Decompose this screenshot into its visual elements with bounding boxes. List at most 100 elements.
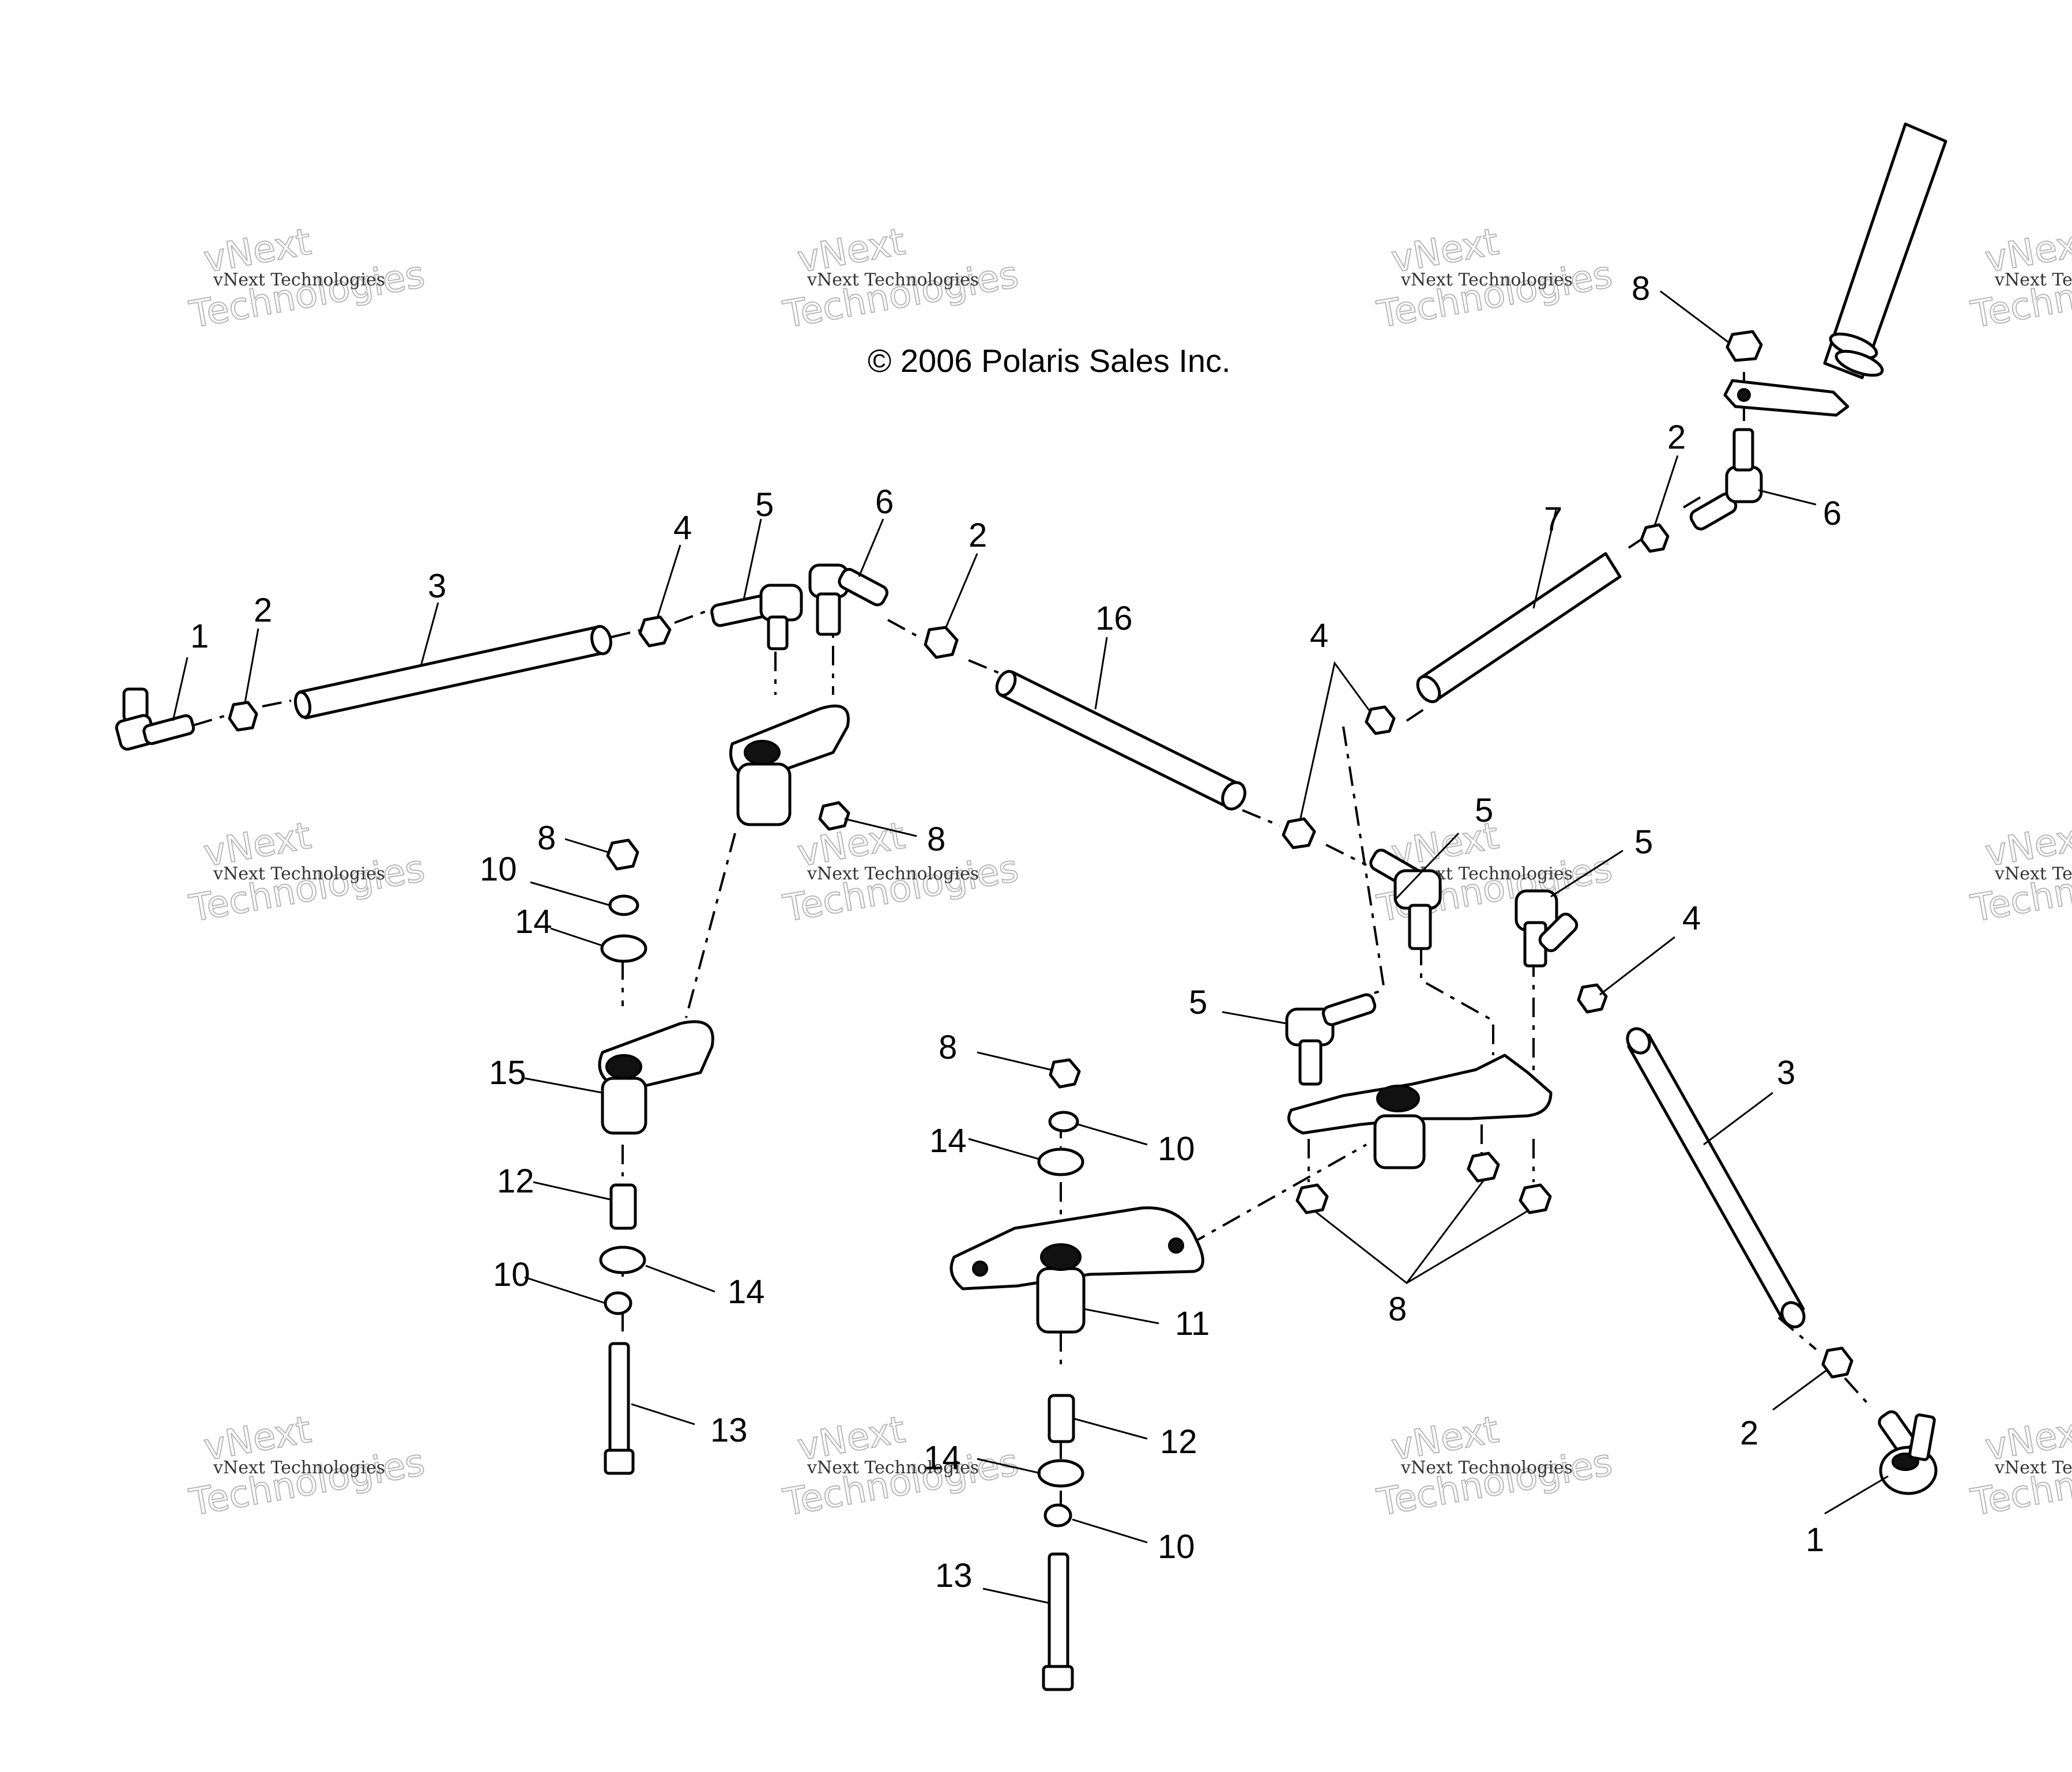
leader-line — [550, 927, 603, 947]
tie-rod-tube-end — [995, 669, 1017, 697]
dash-line — [193, 714, 228, 727]
callout-5: 5 — [1475, 792, 1493, 829]
callout-13: 13 — [710, 1412, 748, 1449]
washer — [608, 894, 639, 916]
callout-5: 5 — [1189, 984, 1207, 1021]
exploded-view-lines — [193, 372, 1872, 1505]
leader-line — [1406, 1210, 1528, 1284]
callout-10: 10 — [1158, 1528, 1195, 1566]
bolt-shank — [608, 1342, 630, 1455]
watermark-small: vNext Technologies — [213, 270, 385, 290]
tie-rod-end-shaft — [142, 714, 195, 746]
watermark-r2c1: vNext Technologies vNext Technologies — [186, 814, 428, 931]
tie-rod-end-stud — [1298, 1039, 1323, 1086]
dash-line — [1420, 946, 1494, 1055]
callout-4: 4 — [1682, 900, 1701, 937]
callout-6: 6 — [875, 483, 894, 521]
dash-line — [685, 833, 736, 1018]
leader-line — [631, 1403, 695, 1425]
callout-1: 1 — [1806, 1521, 1824, 1559]
tie-rod-end-6-upper — [808, 563, 888, 636]
bracket-bushing — [1373, 1114, 1426, 1169]
leader-line — [524, 1077, 603, 1094]
watermark-small: vNext Technologies — [1994, 270, 2072, 290]
tie-rod-end-shaft — [1538, 912, 1579, 953]
lock-nut — [1519, 1183, 1552, 1214]
watermark-r3c1: vNext Technologies vNext Technologies — [186, 1408, 428, 1525]
tie-rod-end-6-right — [1689, 428, 1763, 531]
pitman-arm — [1723, 379, 1849, 417]
leader-line — [1660, 290, 1730, 344]
dash-line — [1325, 844, 1367, 866]
jam-nut — [228, 701, 258, 732]
tie-rod-end-stud — [816, 592, 841, 636]
watermark-r3c3: vNext Technologies vNext Technologies — [1373, 1408, 1616, 1525]
callout-15: 15 — [489, 1054, 526, 1092]
tie-rod-end-stud — [1732, 428, 1754, 472]
callout-3: 3 — [1777, 1054, 1795, 1092]
bolt-head — [1042, 1665, 1074, 1691]
leader-line — [530, 881, 611, 906]
callout-4: 4 — [1310, 617, 1328, 654]
callout-12: 12 — [1160, 1423, 1197, 1461]
callout-12: 12 — [497, 1162, 534, 1200]
jam-nut — [1577, 983, 1608, 1014]
leader-line — [1072, 1518, 1148, 1544]
dash-line — [674, 610, 707, 624]
bracket-bearing — [1376, 1085, 1420, 1112]
bracket-bushing — [1036, 1267, 1086, 1334]
leader-line — [1550, 849, 1623, 898]
callout-6: 6 — [1823, 495, 1841, 532]
leader-line — [1073, 1417, 1148, 1440]
leader-line — [977, 1458, 1041, 1474]
callout-7: 7 — [1544, 501, 1562, 538]
bolt-head — [604, 1449, 635, 1475]
jam-nut — [924, 626, 959, 659]
leader-line — [524, 1276, 606, 1304]
steering-bracket-right — [1287, 1054, 1553, 1169]
leader-line — [944, 553, 978, 629]
dash-line — [1844, 1377, 1872, 1408]
leader-line — [645, 1265, 715, 1293]
tie-rod-tube-end — [1780, 1301, 1806, 1329]
tie-rod-tube-end — [1416, 675, 1441, 703]
dash-line — [611, 629, 641, 638]
watermark-r3c2: vNext Technologies vNext Technologies — [779, 1408, 1022, 1525]
leader-line — [844, 818, 917, 837]
washer — [1048, 1111, 1079, 1133]
tie-rod-center — [995, 669, 1246, 811]
dash-line — [1406, 708, 1425, 722]
leader-line — [1083, 1308, 1159, 1325]
callout-14: 14 — [929, 1122, 967, 1160]
callout-8: 8 — [927, 821, 945, 858]
bracket-hole — [1168, 1237, 1184, 1254]
lock-nut — [818, 801, 850, 831]
steering-shaft-collar — [1834, 349, 1884, 377]
tie-rod-end-5-right — [1515, 889, 1579, 968]
dash-line — [1682, 496, 1702, 509]
tie-rod-end-right — [1878, 1410, 1938, 1495]
callout-8: 8 — [1388, 1291, 1407, 1328]
lock-nut — [1726, 330, 1763, 362]
watermark-small: vNext Technologies — [1994, 1458, 2072, 1478]
callout-14: 14 — [924, 1439, 961, 1477]
watermark-r1c2: vNext Technologies vNext Technologies — [779, 220, 1022, 337]
steering-shaft — [1823, 122, 1947, 379]
dash-line — [968, 659, 1007, 677]
leader-line — [1222, 1011, 1287, 1025]
tie-rod-lower-right — [1626, 1027, 1806, 1329]
watermark-r1c4: vNext Technologies vNext Technologies — [1967, 220, 2072, 337]
tie-rod-end-left — [115, 687, 195, 751]
leader-line — [656, 544, 681, 619]
tie-rod-tube-end — [590, 624, 612, 656]
leader-line — [172, 657, 189, 721]
tie-rod-end-stud — [1408, 904, 1432, 950]
washer — [1043, 1503, 1072, 1528]
watermark-small: vNext Technologies — [213, 864, 385, 884]
bushing-sleeve — [1048, 1394, 1075, 1443]
leader-line — [1758, 489, 1817, 506]
tie-rod-upper-right — [1416, 552, 1622, 703]
callout-2: 2 — [1667, 419, 1686, 456]
leader-line — [1094, 637, 1108, 710]
callout-8: 8 — [1632, 270, 1650, 307]
